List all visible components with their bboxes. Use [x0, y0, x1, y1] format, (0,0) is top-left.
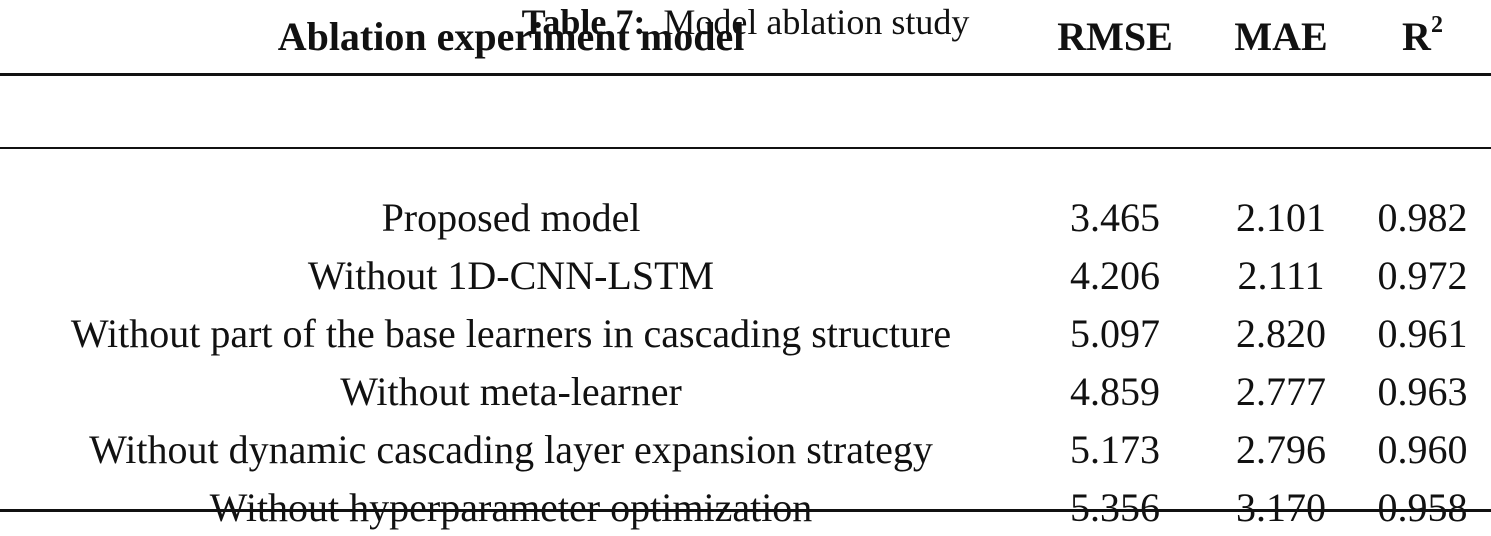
cell-r2: 0.963: [1377, 368, 1468, 414]
cell-r2: 0.958: [1377, 484, 1468, 530]
header-r2-base: R: [1402, 13, 1431, 59]
table-caption: Table 7: Model ablation study: [0, 0, 1491, 44]
cell-mae: 2.111: [1237, 252, 1325, 298]
table-bottom-rule: [0, 509, 1491, 512]
cell-mae: 2.777: [1236, 368, 1326, 414]
cell-mae: 2.820: [1236, 310, 1326, 356]
cell-model: Without dynamic cascading layer expansio…: [89, 426, 933, 472]
cell-mae: 2.101: [1236, 194, 1326, 240]
header-r2-superscript: 2: [1430, 11, 1443, 38]
table-caption-text: Model ablation study: [663, 2, 970, 42]
cell-rmse: 5.356: [1070, 484, 1160, 530]
table-row: Without meta-learner 4.859 2.777 0.963: [0, 362, 1491, 420]
cell-model: Proposed model: [381, 194, 641, 240]
cell-rmse: 5.173: [1070, 426, 1160, 472]
table-row: Without hyperparameter optimization 5.35…: [0, 478, 1491, 536]
header-rmse: RMSE: [1057, 13, 1173, 59]
cell-mae: 2.796: [1236, 426, 1326, 472]
cell-rmse: 4.206: [1070, 252, 1160, 298]
table-header-rule: [0, 147, 1491, 149]
table-caption-label: Table 7:: [521, 2, 646, 42]
table-row: Without 1D-CNN-LSTM 4.206 2.111 0.972: [0, 246, 1491, 304]
cell-model: Without part of the base learners in cas…: [70, 310, 952, 356]
header-r2: R2: [1354, 0, 1491, 72]
cell-r2: 0.960: [1377, 426, 1468, 472]
cell-model: Without 1D-CNN-LSTM: [307, 252, 715, 298]
table-row: Without part of the base learners in cas…: [0, 304, 1491, 362]
cell-rmse: 4.859: [1070, 368, 1160, 414]
header-mae: MAE: [1234, 13, 1328, 59]
cell-r2: 0.972: [1377, 252, 1468, 298]
cell-rmse: 5.097: [1070, 310, 1160, 356]
table-row: Without dynamic cascading layer expansio…: [0, 420, 1491, 478]
cell-r2: 0.961: [1377, 310, 1468, 356]
table-row: Proposed model 3.465 2.101 0.982: [0, 188, 1491, 246]
cell-model: Without hyperparameter optimization: [209, 484, 813, 530]
cell-rmse: 3.465: [1070, 194, 1160, 240]
table-header-row: Ablation experiment model RMSE MAE R2: [0, 0, 1491, 72]
cell-model: Without meta-learner: [340, 368, 682, 414]
cell-r2: 0.982: [1377, 194, 1468, 240]
table-top-rule: [0, 73, 1491, 76]
header-model: Ablation experiment model: [277, 13, 745, 59]
cell-mae: 3.170: [1236, 484, 1326, 530]
